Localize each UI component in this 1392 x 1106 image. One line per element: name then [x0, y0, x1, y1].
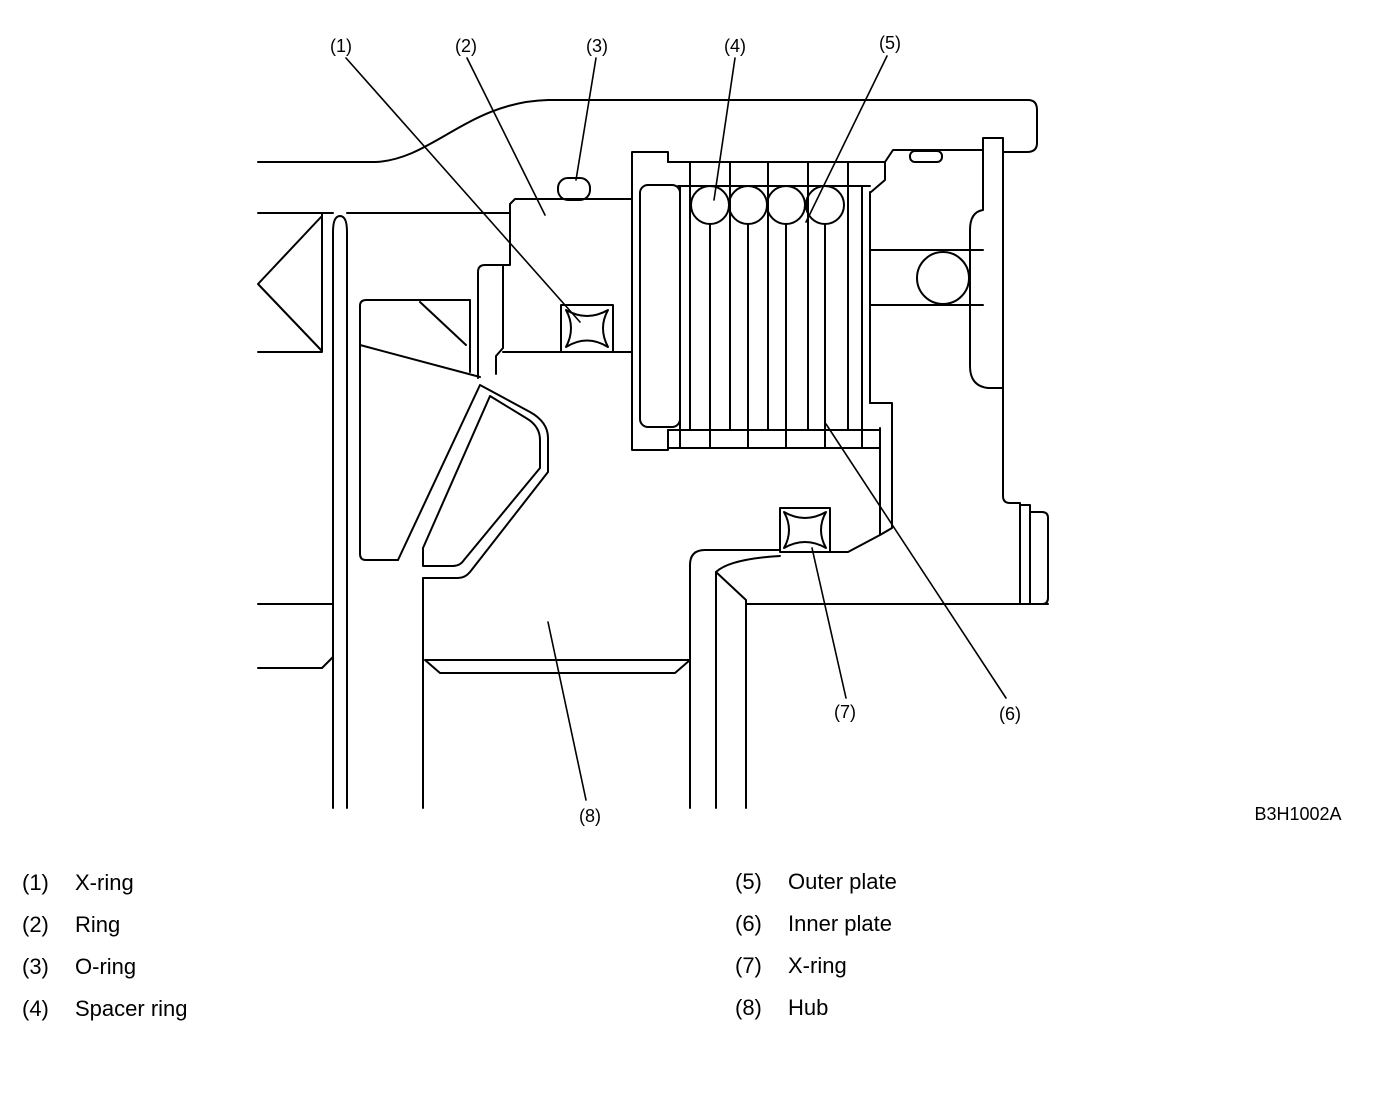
legend-text: X-ring — [788, 953, 847, 978]
leader-line-5 — [805, 55, 888, 223]
x-ring-1-section — [565, 309, 609, 348]
hub-outline — [422, 549, 781, 809]
callout-7: (7) — [834, 702, 856, 722]
legend-item: (4) Spacer ring — [22, 995, 582, 1023]
leader-lines — [345, 55, 1007, 801]
legend-number: (4) — [22, 996, 49, 1021]
right-snap-ring — [1019, 504, 1049, 605]
callout-5: (5) — [879, 33, 901, 53]
spring-retainer-outer — [397, 384, 549, 579]
hub-bore-lines — [424, 659, 691, 674]
x-ring-1 — [560, 304, 614, 353]
legend-item: (3) O-ring — [22, 953, 582, 981]
callout-labels: (1) (2) (3) (4) (5) (6) (7) (8) — [330, 33, 1021, 826]
diagram-linework — [257, 55, 1049, 809]
legend-text: X-ring — [75, 870, 134, 895]
legend-item: (8) Hub — [735, 994, 1295, 1022]
legend-number: (2) — [22, 912, 49, 937]
right-retainer — [969, 137, 1021, 605]
legend-number: (5) — [735, 869, 762, 894]
spacer-ring — [728, 185, 768, 225]
legend-text: Inner plate — [788, 911, 892, 936]
snap-tab — [477, 264, 504, 379]
clutch-drum — [631, 151, 669, 451]
leader-line-1 — [345, 57, 581, 323]
legend-item: (5) Outer plate — [735, 868, 1295, 896]
legend-item: (7) X-ring — [735, 952, 1295, 980]
spacer-ring — [805, 185, 845, 225]
piston — [359, 299, 481, 561]
o-ring-3 — [557, 177, 591, 201]
legend-text: O-ring — [75, 954, 137, 979]
top-right-bracket — [884, 149, 984, 163]
small-o-ring — [909, 150, 943, 163]
legend-number: (3) — [22, 954, 49, 979]
bearing-race — [869, 249, 984, 306]
legend-item: (1) X-ring — [22, 869, 582, 897]
leader-line-2 — [466, 57, 546, 216]
legend-text: Outer plate — [788, 869, 897, 894]
legend-number: (1) — [22, 870, 49, 895]
bearing-ball — [916, 251, 970, 305]
x-ring-7-section — [783, 511, 827, 549]
clutch-cross-section-diagram: (1) (2) (3) (4) (5) (6) (7) (8) B3H1002A — [257, 33, 1342, 826]
legend-item: (6) Inner plate — [735, 910, 1295, 938]
x-ring-7 — [779, 507, 831, 553]
inner-plates — [679, 185, 863, 449]
callout-8: (8) — [579, 806, 601, 826]
legend-number: (6) — [735, 911, 762, 936]
callout-4: (4) — [724, 36, 746, 56]
legend-text: Spacer ring — [75, 996, 188, 1021]
input-shaft — [332, 215, 348, 809]
pressure-plate — [639, 184, 681, 428]
legend-number: (7) — [735, 953, 762, 978]
housing-outline — [257, 99, 1038, 163]
leader-line-3 — [575, 57, 597, 181]
spacer-ring — [766, 185, 806, 225]
leader-line-7 — [811, 547, 847, 699]
lower-left-shaft-lines — [257, 603, 334, 669]
leader-line-4 — [713, 57, 736, 201]
shaft-v-notch — [257, 212, 323, 353]
spacer-ring — [690, 185, 730, 225]
legend-number: (8) — [735, 995, 762, 1020]
plate-rail-bottom — [667, 429, 881, 449]
figure-code: B3H1002A — [1254, 804, 1341, 824]
callout-6: (6) — [999, 704, 1021, 724]
leader-line-8 — [547, 621, 587, 801]
legend-text: Hub — [788, 995, 829, 1020]
legend-text: Ring — [75, 912, 121, 937]
x-ring-1-groove — [560, 304, 614, 353]
spring-retainer-inner — [422, 395, 541, 567]
callout-1: (1) — [330, 36, 352, 56]
legend-item: (2) Ring — [22, 911, 582, 939]
x-ring-7-groove — [779, 507, 831, 553]
callout-3: (3) — [586, 36, 608, 56]
callout-2: (2) — [455, 36, 477, 56]
spacer-rings — [690, 185, 845, 225]
leader-line-6 — [825, 423, 1007, 699]
